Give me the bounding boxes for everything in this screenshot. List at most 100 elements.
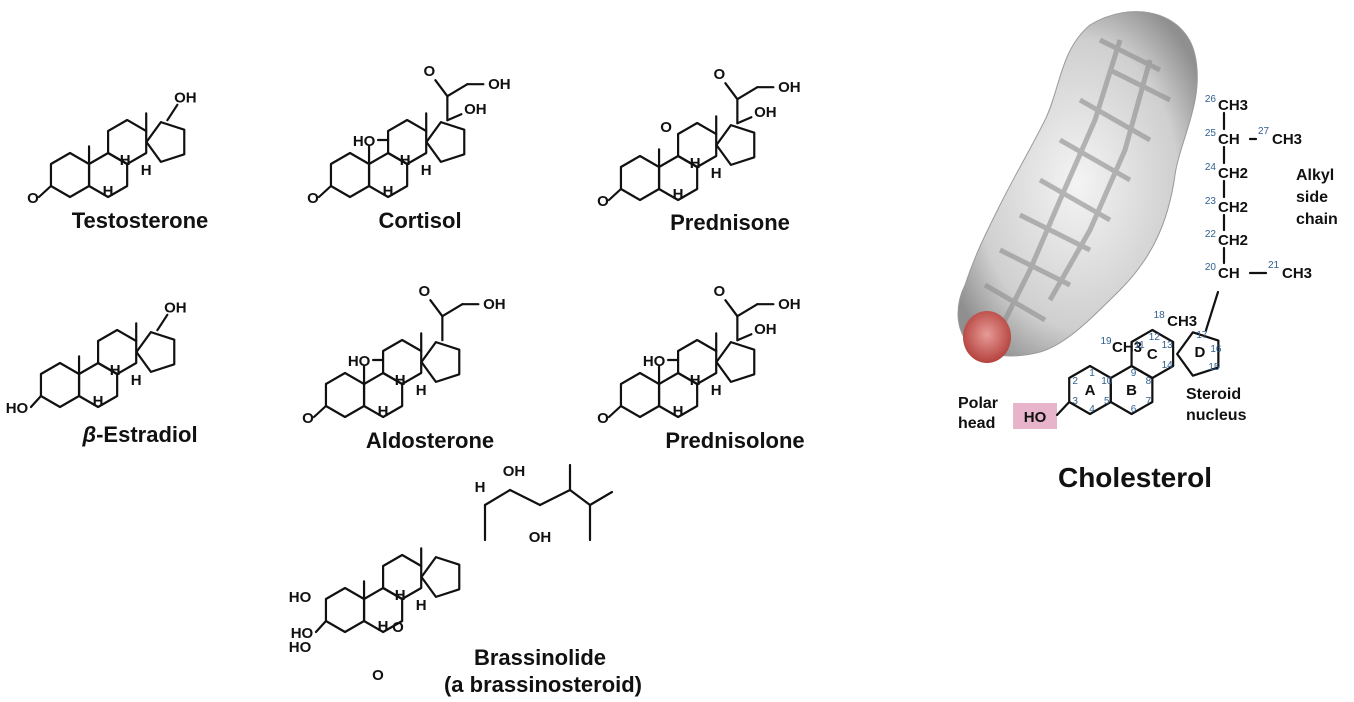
carbon-3-number: 3 (1072, 396, 1078, 407)
hydrogen-label: H (416, 597, 427, 614)
hydrogen-label: H (690, 372, 701, 389)
ring-a (619, 154, 661, 202)
carbon-2-number: 2 (1072, 376, 1078, 387)
hydroxyl-label: OH (754, 104, 777, 121)
ring-a (329, 151, 371, 199)
hydroxyl-label: OH (529, 529, 552, 546)
hydrogen-label: H (378, 618, 389, 635)
ring-d (715, 341, 756, 383)
carbon-18-number: 18 (1154, 310, 1166, 321)
hydroxyl-label: OH (503, 463, 526, 480)
ring-a (619, 371, 661, 419)
alkyl-side-chain-label: chain (1296, 211, 1338, 228)
carbon-12-number: 12 (1149, 332, 1161, 343)
carbon-26-number: 26 (1205, 94, 1217, 105)
hydrogen-label: H (395, 372, 406, 389)
oxygen-label: O (597, 193, 609, 210)
ring-c (1130, 328, 1175, 380)
carbonyl-bond (607, 404, 623, 419)
carbon-27-label: CH3 (1272, 131, 1302, 148)
ring-d (420, 556, 461, 598)
ring-d (420, 341, 461, 383)
side-chain-bond (538, 488, 572, 507)
hydrogen-label: H (383, 183, 394, 200)
oxygen-label: O (597, 410, 609, 427)
carbon-13-number: 13 (1162, 340, 1174, 351)
carbon-11-number: 11 (1134, 340, 1145, 351)
hydroxyl-label: HO (1024, 409, 1047, 426)
hydrogen-label: H (673, 186, 684, 203)
ring-a (324, 586, 366, 634)
hydroxyl-label: OH (174, 90, 197, 107)
side-chain-bond (508, 488, 542, 507)
polar-head-highlight (1013, 403, 1057, 429)
carbonyl-bond (434, 79, 449, 98)
oxygen-label: O (302, 410, 314, 427)
hydrogen-label: H (711, 165, 722, 182)
hydrogen-label: H (110, 362, 121, 379)
hydrogen-label: H (416, 382, 427, 399)
polar-head-label: Polar (958, 395, 998, 412)
hydroxyl-label: OH (488, 76, 511, 93)
side-chain-bond (736, 303, 759, 318)
hydrogen-label: H (690, 155, 701, 172)
estradiol-name-text: -Estradiol (96, 422, 198, 447)
carbonyl-bond (429, 299, 444, 318)
hydroxyl-bond (314, 619, 328, 634)
carbon-6-number: 6 (1131, 404, 1137, 415)
carbon-24-label: CH2 (1218, 165, 1248, 182)
hydroxyl-label: OH (164, 300, 187, 317)
carbonyl-bond (724, 299, 739, 318)
hydroxyl-label: HO (348, 353, 371, 370)
testosterone-name: Testosterone (71, 208, 209, 233)
methyl-18-label: CH3 (1167, 313, 1197, 330)
hydroxyl-bond (156, 313, 169, 332)
hydrogen-label: H (400, 152, 411, 169)
side-chain-bond (483, 488, 512, 507)
hydroxyl-label: OH (754, 321, 777, 338)
oxygen-label: O (307, 190, 319, 207)
hydroxyl-label: OH (464, 101, 487, 118)
hydrogen-label: H (93, 393, 104, 410)
hydroxyl-label: HO (291, 625, 314, 642)
side-chain-bond (568, 488, 592, 507)
hydroxyl-label: HO (289, 589, 312, 606)
oxygen-label: O (392, 619, 404, 636)
ring-d (135, 331, 176, 373)
carbon-16-number: 16 (1210, 344, 1222, 355)
carbon-24-number: 24 (1205, 162, 1217, 173)
carbon-7-number: 7 (1146, 396, 1152, 407)
ring-a (39, 361, 81, 409)
carbonyl-bond (317, 184, 333, 199)
carbon-14-number: 14 (1162, 360, 1174, 371)
brassinolide-name: Brassinolide (473, 645, 607, 670)
side-chain-bond (1204, 290, 1220, 332)
side-chain-bond (446, 83, 469, 98)
ring-a (49, 151, 91, 199)
hydrogen-label: H (378, 403, 389, 420)
hydroxyl-bond (1055, 400, 1071, 417)
hydroxyl-label: OH (778, 79, 801, 96)
carbon-20-number: 20 (1205, 262, 1217, 273)
carbonyl-bond (724, 82, 739, 101)
alkyl-side-chain-label: side (1296, 189, 1328, 206)
hydroxyl-label: OH (483, 296, 506, 313)
polar-head-label: head (958, 415, 995, 432)
oxygen-label: O (714, 283, 726, 300)
ring-a (324, 371, 366, 419)
ring-d-label: D (1195, 344, 1206, 361)
hydroxyl-bond (166, 103, 179, 122)
carbon-22-number: 22 (1205, 229, 1217, 240)
carbon-8-number: 8 (1146, 376, 1152, 387)
beta-symbol: β (82, 422, 97, 447)
cortisol-name: Cortisol (378, 208, 462, 233)
hydroxyl-bond (446, 113, 463, 122)
carbon-23-label: CH2 (1218, 199, 1248, 216)
carbonyl-bond (607, 187, 623, 202)
